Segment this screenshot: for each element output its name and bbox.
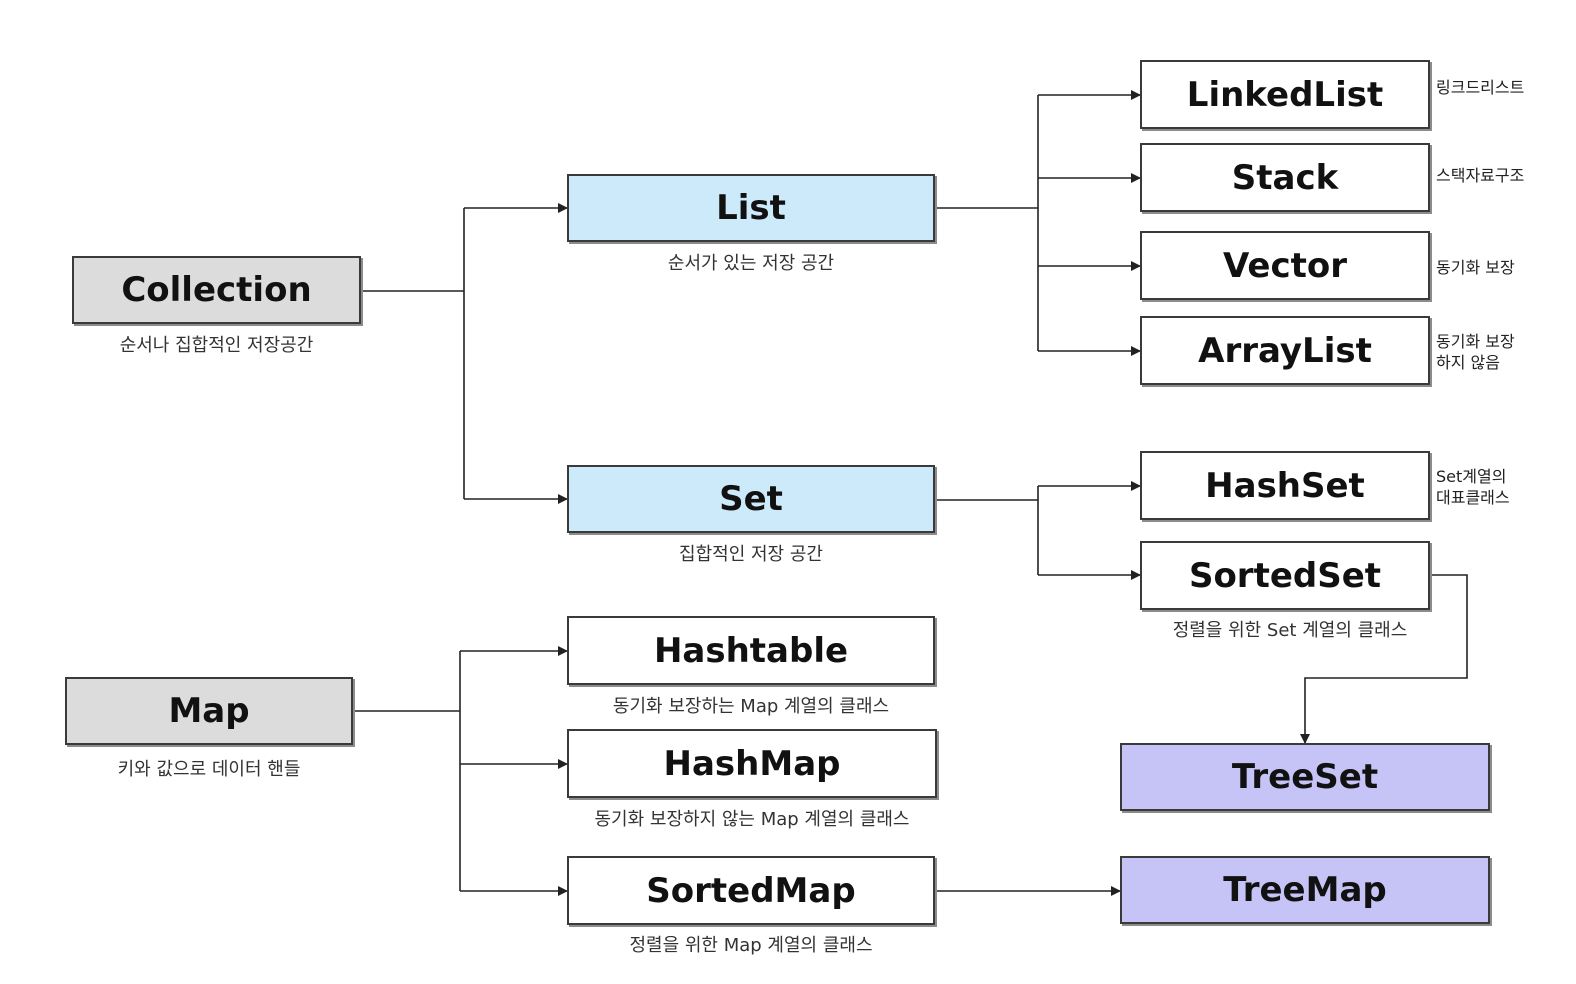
sortedmap-node: SortedMap [567,856,935,925]
arraylist-note: 동기화 보장 하지 않음 [1436,331,1515,373]
arraylist-note-line1: 동기화 보장 [1436,332,1515,351]
map-caption: 키와 값으로 데이터 핸들 [117,759,301,780]
arraylist-node: ArrayList [1140,316,1430,385]
list-node: List [567,174,935,242]
vector-node: Vector [1140,231,1430,300]
stack-note: 스택자료구조 [1436,166,1525,185]
collection-node: Collection [72,256,361,324]
map-node: Map [65,677,353,745]
sortedset-caption: 정렬을 위한 Set 계열의 클래스 [1172,620,1408,641]
set-caption: 집합적인 저장 공간 [679,544,823,565]
hashtable-node: Hashtable [567,616,935,685]
arraylist-note-line2: 하지 않음 [1436,353,1500,372]
set-node: Set [567,465,935,533]
hashtable-caption: 동기화 보장하는 Map 계열의 클래스 [612,696,890,717]
hashset-note-line1: Set계열의 [1436,467,1507,486]
hashset-note-line2: 대표클래스 [1436,488,1510,507]
linkedlist-note: 링크드리스트 [1436,78,1525,97]
hashmap-caption: 동기화 보장하지 않는 Map 계열의 클래스 [594,809,910,830]
hashmap-node: HashMap [567,729,937,798]
sortedset-node: SortedSet [1140,541,1430,610]
hashset-node: HashSet [1140,451,1430,520]
treeset-node: TreeSet [1120,743,1490,811]
sortedmap-caption: 정렬을 위한 Map 계열의 클래스 [629,935,873,956]
vector-note: 동기화 보장 [1436,258,1515,277]
collection-caption: 순서나 집합적인 저장공간 [119,335,314,356]
arrow-sortedset-to-treeset [1300,574,1468,744]
stack-node: Stack [1140,143,1430,212]
hashset-note: Set계열의 대표클래스 [1436,466,1510,508]
linkedlist-node: LinkedList [1140,60,1430,129]
treemap-node: TreeMap [1120,856,1490,924]
list-caption: 순서가 있는 저장 공간 [667,253,835,274]
